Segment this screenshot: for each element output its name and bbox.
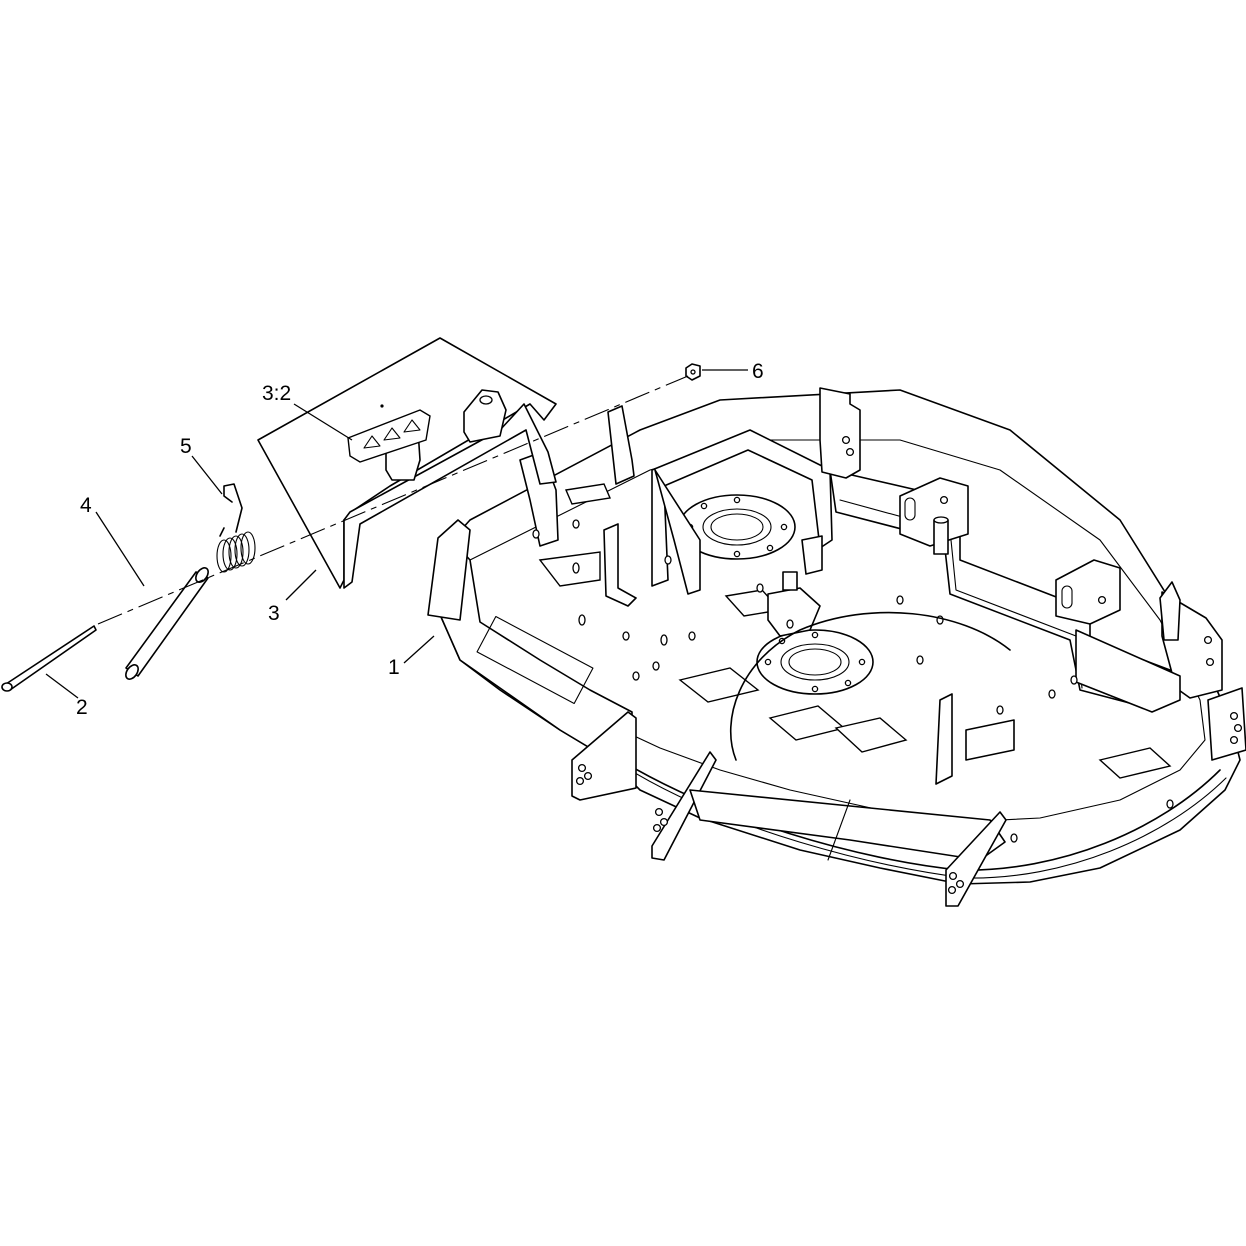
callout-2: 2: [76, 696, 88, 719]
callout-5: 5: [180, 435, 192, 458]
callouts: 1 2 3 3:2 4 5 6: [76, 360, 764, 719]
leader-lines: [45, 369, 748, 699]
callout-3: 3: [268, 602, 280, 625]
callout-1: 1: [388, 656, 400, 679]
lock-nut: [685, 363, 701, 381]
callout-4: 4: [80, 494, 92, 517]
callout-3-2: 3:2: [262, 382, 291, 405]
callout-6: 6: [752, 360, 764, 383]
hinge-rod: [1, 625, 97, 692]
torsion-spring: [216, 483, 256, 573]
decal-3-2: [347, 409, 431, 463]
spacer-tube: [125, 567, 209, 680]
assembly-centerline: [97, 375, 689, 625]
deck-holes: [532, 519, 1174, 843]
